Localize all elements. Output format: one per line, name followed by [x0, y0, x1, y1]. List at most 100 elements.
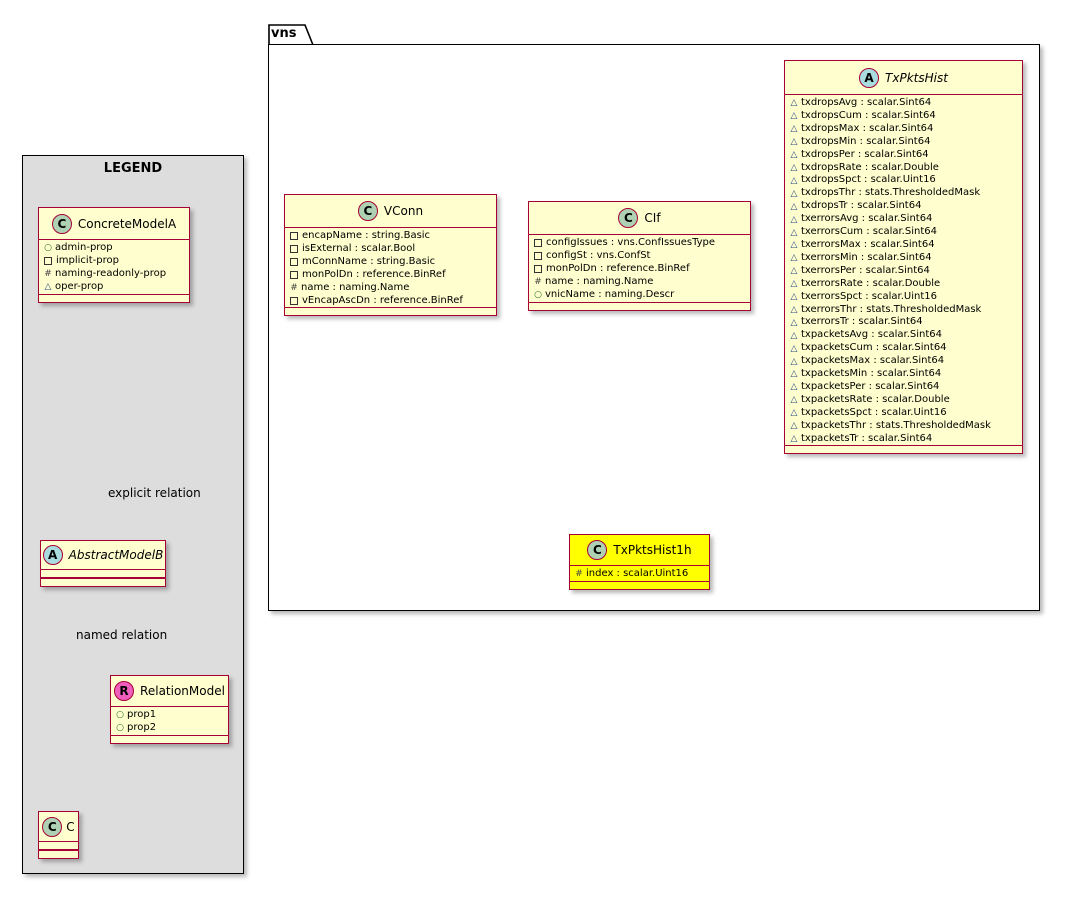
visibility-tri-icon: △ [44, 282, 52, 293]
class-property: monPolDn : reference.BinRef [290, 269, 491, 282]
visibility-minus-icon [290, 245, 298, 254]
visibility-tri-icon: △ [790, 111, 798, 122]
class-props: △txdropsAvg : scalar.Sint64△txdropsCum :… [785, 95, 1022, 445]
class-property: △txerrorsSpct : scalar.Uint16 [790, 291, 1017, 304]
class-name: TxPktsHist1h [613, 543, 692, 557]
property-text: monPolDn : reference.BinRef [302, 268, 446, 280]
visibility-tri-icon: △ [790, 175, 798, 186]
property-text: txerrorsPer : scalar.Sint64 [801, 264, 930, 276]
visibility-tri-icon: △ [790, 188, 798, 199]
class-header: C C [39, 812, 78, 842]
class-property: ○prop1 [116, 709, 223, 722]
visibility-tri-icon: △ [790, 408, 798, 419]
class-attrs-compartment [39, 842, 78, 850]
property-text: txerrorsMin : scalar.Sint64 [801, 251, 932, 263]
class-property: △txpacketsSpct : scalar.Uint16 [790, 407, 1017, 420]
class-methods-compartment [570, 580, 709, 589]
relation-model-class[interactable]: R RelationModel ○prop1○prop2 [110, 675, 229, 744]
property-text: txpacketsMin : scalar.Sint64 [801, 368, 942, 380]
visibility-hash-icon: # [290, 283, 298, 294]
visibility-tri-icon: △ [790, 240, 798, 251]
class-methods-compartment [39, 293, 189, 302]
class-property: △txdropsCum : scalar.Sint64 [790, 110, 1017, 123]
abstract-model-class[interactable]: A AbstractModelB [40, 540, 166, 587]
visibility-hash-icon: # [575, 569, 583, 580]
class-property: △txpacketsCum : scalar.Sint64 [790, 342, 1017, 355]
legend-title: LEGEND [103, 161, 163, 176]
class-property: △txpacketsAvg : scalar.Sint64 [790, 329, 1017, 342]
visibility-minus-icon [290, 271, 298, 280]
visibility-tri-icon: △ [790, 304, 798, 315]
visibility-tri-icon: △ [790, 343, 798, 354]
class-methods-compartment [41, 578, 165, 586]
class-property: △txpacketsMin : scalar.Sint64 [790, 368, 1017, 381]
class-property: △txdropsSpct : scalar.Uint16 [790, 174, 1017, 187]
visibility-minus-icon [290, 296, 298, 305]
property-text: txdropsCum : scalar.Sint64 [801, 109, 936, 121]
txpktshist-class[interactable]: A TxPktsHist △txdropsAvg : scalar.Sint64… [784, 60, 1023, 455]
property-text: name : naming.Name [545, 275, 654, 287]
class-property: #name : naming.Name [534, 276, 745, 289]
visibility-tri-icon: △ [790, 395, 798, 406]
class-property: configIssues : vns.ConfIssuesType [534, 237, 745, 250]
property-text: txpacketsPer : scalar.Sint64 [801, 380, 940, 392]
class-property: △txerrorsMax : scalar.Sint64 [790, 239, 1017, 252]
property-text: txdropsThr : stats.ThresholdedMask [801, 187, 981, 199]
class-name: TxPktsHist [885, 70, 948, 85]
class-property: △txdropsThr : stats.ThresholdedMask [790, 187, 1017, 200]
class-property: #name : naming.Name [290, 282, 491, 295]
class-name: VConn [383, 204, 424, 218]
visibility-tri-icon: △ [790, 266, 798, 277]
c-class[interactable]: C C [38, 811, 79, 859]
property-text: monPolDn : reference.BinRef [546, 262, 690, 274]
visibility-tri-icon: △ [790, 98, 798, 109]
class-methods-compartment [39, 850, 78, 858]
property-text: oper-prop [55, 280, 104, 292]
property-text: name : naming.Name [301, 281, 410, 293]
class-circle-icon: C [42, 816, 63, 837]
class-property: #naming-readonly-prop [44, 268, 184, 281]
class-methods-compartment [529, 301, 750, 310]
named-relation-label: named relation [76, 628, 168, 642]
txpktshist1h-class[interactable]: C TxPktsHist1h #index : scalar.Uint16 [569, 534, 710, 590]
visibility-minus-icon [534, 239, 542, 248]
property-text: txpacketsCum : scalar.Sint64 [801, 342, 947, 354]
class-property: △txpacketsPer : scalar.Sint64 [790, 381, 1017, 394]
class-property: ○prop2 [116, 722, 223, 735]
class-name: ConcreteModelA [77, 216, 177, 231]
abstract-circle-icon: A [859, 67, 880, 88]
class-property: configSt : vns.ConfSt [534, 250, 745, 263]
class-attrs-compartment [41, 570, 165, 578]
property-text: txdropsMax : scalar.Sint64 [801, 122, 934, 134]
property-text: txpacketsThr : stats.ThresholdedMask [801, 419, 991, 431]
visibility-tri-icon: △ [790, 150, 798, 161]
visibility-plus-icon: ○ [116, 723, 124, 734]
property-text: txerrorsCum : scalar.Sint64 [801, 226, 937, 238]
class-header: C TxPktsHist1h [570, 535, 709, 566]
package-tab: vns [268, 24, 314, 46]
property-text: configSt : vns.ConfSt [546, 249, 651, 261]
class-property: ○vnicName : naming.Descr [534, 289, 745, 302]
abstract-circle-icon: A [42, 545, 63, 565]
property-text: implicit-prop [56, 254, 119, 266]
visibility-minus-icon [534, 252, 542, 261]
class-header: A AbstractModelB [41, 541, 165, 570]
visibility-tri-icon: △ [790, 137, 798, 148]
property-text: txdropsMin : scalar.Sint64 [801, 135, 931, 147]
visibility-tri-icon: △ [790, 421, 798, 432]
class-property: △txdropsTr : scalar.Sint64 [790, 200, 1017, 213]
property-text: txerrorsThr : stats.ThresholdedMask [801, 303, 982, 315]
visibility-hash-icon: # [534, 277, 542, 288]
class-property: △txdropsRate : scalar.Double [790, 162, 1017, 175]
visibility-tri-icon: △ [790, 162, 798, 173]
class-header: C CIf [529, 202, 750, 235]
visibility-hash-icon: # [44, 269, 52, 280]
class-property: △txerrorsTr : scalar.Sint64 [790, 316, 1017, 329]
visibility-tri-icon: △ [790, 279, 798, 290]
class-header: C ConcreteModelA [39, 208, 189, 240]
